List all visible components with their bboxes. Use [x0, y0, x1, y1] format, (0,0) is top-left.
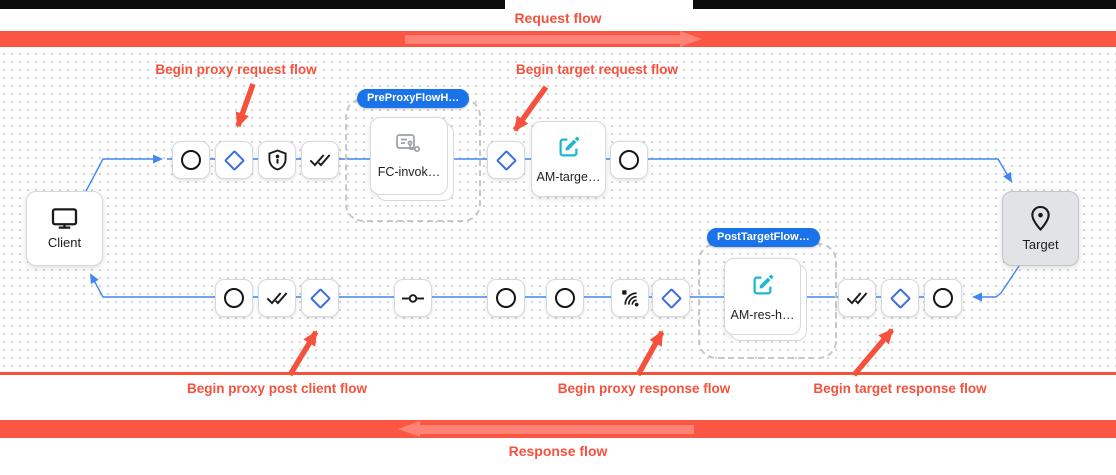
- response-end-node[interactable]: [215, 279, 253, 317]
- policy-card-label: AM-res-h…: [730, 307, 795, 322]
- done-all-icon: [309, 153, 331, 167]
- response-flow-label: Response flow: [508, 443, 608, 459]
- post-target-flow-hook-pill[interactable]: PostTargetFlow…: [707, 228, 820, 247]
- security-step-node[interactable]: [258, 141, 296, 179]
- done-all-icon: [846, 291, 868, 305]
- annotation-begin-target-request: Begin target request flow: [515, 62, 679, 77]
- commit-icon: [402, 293, 424, 304]
- request-flow-label: Request flow: [514, 10, 602, 26]
- annotation-begin-proxy-request: Begin proxy request flow: [155, 62, 317, 77]
- post-client-condition-node[interactable]: [301, 279, 339, 317]
- circle-step-icon: [555, 288, 575, 308]
- condition-diamond-icon: [309, 287, 331, 309]
- condition-diamond-icon: [889, 287, 911, 309]
- broadcast-icon: [620, 288, 641, 309]
- response-arrow-head-icon: [398, 421, 420, 437]
- policy-card-am-target[interactable]: AM-targe…: [531, 121, 606, 197]
- verify-step-node[interactable]: [301, 141, 339, 179]
- circle-step-icon: [496, 288, 516, 308]
- client-label: Client: [47, 235, 82, 250]
- flow-callout-icon: [396, 133, 422, 156]
- target-response-condition-node[interactable]: [881, 279, 919, 317]
- response-start-node[interactable]: [924, 279, 962, 317]
- edit-square-icon: [749, 272, 776, 299]
- proxy-request-condition-node[interactable]: [215, 141, 253, 179]
- annotation-separator-line: [0, 371, 1116, 375]
- circle-step-icon: [181, 150, 201, 170]
- location-pin-icon: [1029, 205, 1052, 232]
- circle-step-icon: [933, 288, 953, 308]
- broadcast-step-node[interactable]: [611, 279, 649, 317]
- verify-step-node[interactable]: [838, 279, 876, 317]
- annotation-begin-proxy-response: Begin proxy response flow: [557, 381, 731, 396]
- policy-card-fc-invoke[interactable]: FC-invok…: [370, 117, 448, 195]
- response-step-node[interactable]: [487, 279, 525, 317]
- request-flow-bar: [0, 31, 1116, 47]
- pre-proxy-flow-hook-pill[interactable]: PreProxyFlowH…: [357, 89, 470, 108]
- client-node[interactable]: Client: [26, 191, 103, 266]
- flow-canvas: [0, 50, 1116, 372]
- condition-diamond-icon: [223, 149, 245, 171]
- request-arrow-shaft: [405, 34, 681, 44]
- verify-step-node[interactable]: [258, 279, 296, 317]
- target-node[interactable]: Target: [1002, 191, 1079, 266]
- condition-diamond-icon: [660, 287, 682, 309]
- policy-card-label: FC-invok…: [377, 164, 441, 179]
- edit-square-icon: [555, 134, 582, 161]
- target-request-condition-node[interactable]: [487, 141, 525, 179]
- response-step-node[interactable]: [546, 279, 584, 317]
- policy-card-label: AM-targe…: [536, 170, 601, 184]
- condition-diamond-icon: [495, 149, 517, 171]
- circle-step-icon: [224, 288, 244, 308]
- target-label: Target: [1022, 237, 1059, 252]
- request-flow-label-bg: [505, 0, 693, 29]
- commit-step-node[interactable]: [394, 279, 432, 317]
- annotation-begin-target-response: Begin target response flow: [813, 381, 987, 396]
- request-arrow-head-icon: [680, 31, 702, 47]
- request-end-node[interactable]: [610, 141, 648, 179]
- proxy-response-condition-node[interactable]: [652, 279, 690, 317]
- circle-step-icon: [619, 150, 639, 170]
- response-flow-bar: [0, 420, 1116, 438]
- shield-security-icon: [267, 149, 287, 171]
- policy-card-am-response[interactable]: AM-res-h…: [724, 258, 801, 335]
- monitor-icon: [51, 207, 78, 230]
- done-all-icon: [266, 291, 288, 305]
- request-start-node[interactable]: [172, 141, 210, 179]
- annotation-begin-proxy-post-client: Begin proxy post client flow: [186, 381, 368, 396]
- response-arrow-shaft: [420, 424, 694, 434]
